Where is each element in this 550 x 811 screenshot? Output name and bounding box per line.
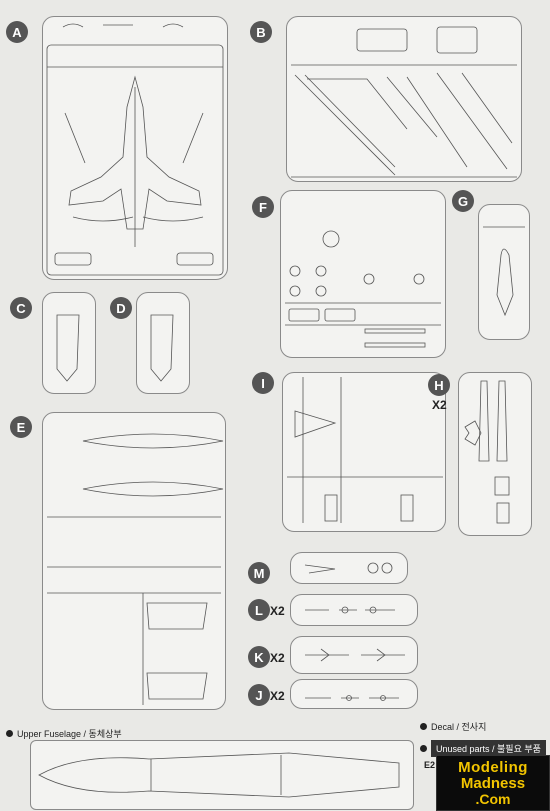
sprue-label-m: M — [248, 562, 270, 584]
sprue-i-frame — [282, 372, 446, 532]
sprue-label-b: B — [250, 21, 272, 43]
upper-fuselage-label: Upper Fuselage / 동체상부 — [17, 729, 122, 739]
sprue-f-drawing — [285, 230, 441, 348]
modeling-madness-logo: Modeling Madness .Com — [436, 755, 550, 811]
sprue-m-frame — [290, 552, 408, 584]
sprue-j-frame — [290, 679, 418, 709]
sprue-b-frame — [286, 16, 522, 182]
sprue-l-drawing — [305, 606, 395, 614]
sprue-label-k: K — [248, 646, 270, 668]
unused-parts-legend: Unused parts / 불필요 부품 — [420, 740, 546, 757]
sprue-d-frame — [136, 292, 190, 394]
sprue-g-frame — [478, 204, 530, 340]
sprue-e-frame — [42, 412, 226, 710]
bullet-icon — [420, 745, 427, 752]
sprue-k-multiplier: X2 — [270, 651, 285, 665]
sprue-l-multiplier: X2 — [270, 604, 285, 618]
sprue-c-frame — [42, 292, 96, 394]
sprue-label-f: F — [252, 196, 274, 218]
upper-fuselage-caption: Upper Fuselage / 동체상부 — [6, 727, 122, 740]
upper-fuselage-frame — [30, 740, 414, 810]
sprue-label-c: C — [10, 297, 32, 319]
sprue-label-g: G — [452, 190, 474, 212]
logo-line-3: .Com — [475, 790, 511, 807]
sprue-label-e: E — [10, 416, 32, 438]
sprue-label-d: D — [110, 297, 132, 319]
logo-line-2: Madness — [460, 774, 526, 792]
sheet-code: E2 — [424, 760, 436, 770]
sprue-e-drawing — [47, 433, 224, 705]
sprue-h-multiplier: X2 — [432, 398, 447, 412]
decal-legend: Decal / 전사지 — [420, 720, 486, 733]
sprue-g-drawing — [483, 226, 525, 317]
sprue-j-multiplier: X2 — [270, 689, 285, 703]
sprue-c-drawing — [56, 314, 80, 382]
sprue-label-a: A — [6, 21, 28, 43]
sprue-label-l: L — [248, 599, 270, 621]
sprue-b-drawing — [291, 26, 517, 178]
sprue-label-h: H — [428, 374, 450, 396]
sprue-k-frame — [290, 636, 418, 674]
bullet-icon — [420, 723, 427, 730]
decal-label: Decal / 전사지 — [431, 722, 487, 732]
sprue-label-j: J — [248, 684, 270, 706]
unused-parts-label: Unused parts / 불필요 부품 — [431, 740, 546, 757]
sprue-d-drawing — [150, 314, 174, 382]
logo-line-1: Modeling — [458, 758, 528, 776]
sprue-l-frame — [290, 594, 418, 626]
bullet-icon — [6, 730, 13, 737]
sprue-label-i: I — [252, 372, 274, 394]
sprue-k-drawing — [305, 648, 405, 662]
upper-fuselage-drawing — [38, 752, 400, 798]
sprue-h-frame — [458, 372, 532, 536]
sprue-m-drawing — [304, 562, 393, 574]
sprue-h-drawing — [464, 380, 510, 524]
sprue-j-drawing — [305, 695, 399, 701]
sprue-i-drawing — [287, 377, 443, 523]
sprue-a-drawing — [46, 23, 224, 276]
sprue-a-frame — [42, 16, 228, 280]
sprue-f-frame — [280, 190, 446, 358]
